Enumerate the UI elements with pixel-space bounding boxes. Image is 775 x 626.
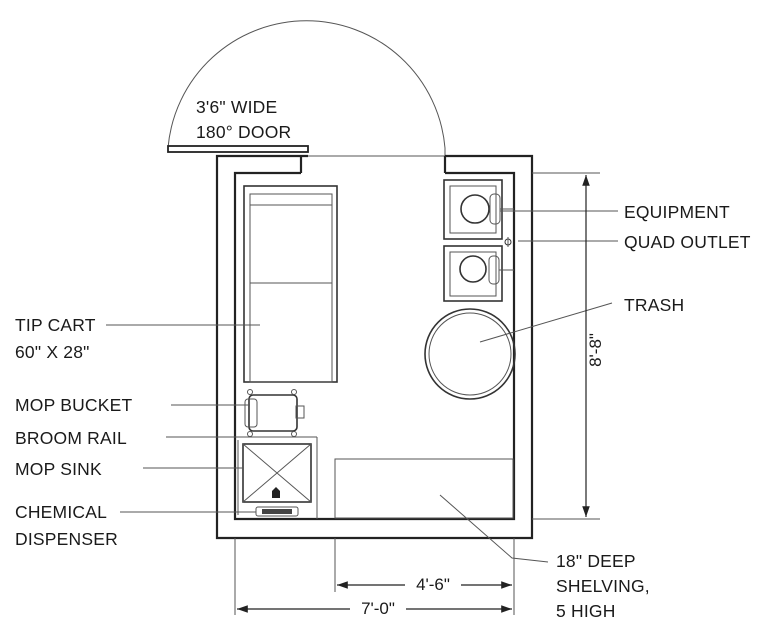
mop-bucket xyxy=(244,389,305,437)
shelving-unit xyxy=(334,458,514,519)
chemical-dispenser-label-line2: DISPENSER xyxy=(15,529,118,549)
equipment-unit-bottom xyxy=(443,245,514,302)
chemical-dispenser-label-line1: CHEMICAL xyxy=(15,502,107,522)
room-width-dimension-text: 7'-0" xyxy=(361,599,395,618)
height-dimension-text: 8'-8" xyxy=(586,333,605,367)
quad-outlet-symbol xyxy=(504,237,512,247)
shelf-width-dimension-text: 4'-6" xyxy=(416,575,450,594)
equipment-unit-top xyxy=(443,179,514,240)
mop-sink xyxy=(242,443,312,503)
trash-can xyxy=(424,308,516,400)
leader-lines xyxy=(106,210,618,563)
tip-cart-label-line1: TIP CART xyxy=(15,315,96,335)
tip-cart-label-line2: 60" X 28" xyxy=(15,342,90,362)
quad-outlet-label: QUAD OUTLET xyxy=(624,232,751,252)
shelving-label-line1: 18" DEEP xyxy=(556,551,636,571)
room-walls xyxy=(215,154,534,540)
tip-cart xyxy=(243,185,338,383)
broom-rail-label: BROOM RAIL xyxy=(15,428,127,448)
mop-sink-label: MOP SINK xyxy=(15,459,102,479)
equipment-label: EQUIPMENT xyxy=(624,202,730,222)
faucet-icon xyxy=(272,487,280,498)
dimension-height xyxy=(532,172,600,520)
mop-bucket-label: MOP BUCKET xyxy=(15,395,133,415)
door-leaf xyxy=(167,145,309,153)
door-label-line2: 180° DOOR xyxy=(196,122,291,142)
shelving-label-line3: 5 HIGH xyxy=(556,601,616,621)
door-swing xyxy=(167,20,446,157)
shelving-label-line2: SHELVING, xyxy=(556,576,650,596)
chemical-dispenser xyxy=(255,506,299,517)
door-label-line1: 3'6" WIDE xyxy=(196,97,277,117)
trash-label: TRASH xyxy=(624,295,684,315)
